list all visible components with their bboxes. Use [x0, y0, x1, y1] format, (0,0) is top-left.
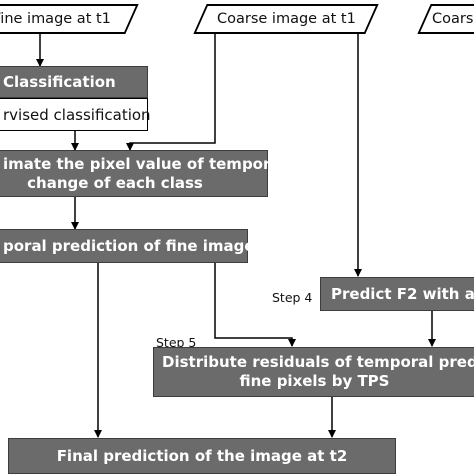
input-coarse-image-t1: Coarse image at t1	[193, 4, 379, 34]
distribute-residuals-box: Distribute residuals of temporal predict…	[153, 347, 474, 397]
distribute-line-1: Distribute residuals of temporal predict…	[162, 353, 474, 371]
estimate-line-2: change of each class	[27, 173, 203, 192]
unsupervised-classification-box: rvised classification	[0, 98, 151, 131]
step-4-label: Step 4	[272, 290, 313, 305]
input-coarse-image-t1-label: Coarse image at t1	[216, 11, 356, 27]
estimate-temporal-change-box: imate the pixel value of temporal change…	[0, 150, 286, 197]
temporal-prediction-box: poral prediction of fine image at t2	[0, 229, 300, 263]
classification-label: Classification	[3, 72, 116, 91]
unsupervised-classification-label: rvised classification	[3, 105, 151, 124]
classification-box: Classification	[0, 66, 148, 98]
input-coarse-image-t2-label: Coarse	[431, 11, 474, 27]
predict-f2-label: Predict F2 with a TPS	[331, 284, 474, 303]
temporal-prediction-label: poral prediction of fine image at t2	[3, 236, 300, 255]
estimate-line-1: imate the pixel value of temporal	[3, 154, 286, 173]
distribute-line-2: fine pixels by TPS	[239, 372, 390, 390]
final-prediction-box: Final prediction of the image at t2	[8, 438, 396, 474]
final-prediction-label: Final prediction of the image at t2	[56, 446, 348, 465]
input-coarse-image-t2: Coarse	[417, 4, 474, 34]
step-5-label: Step 5	[156, 335, 197, 350]
predict-f2-box: Predict F2 with a TPS	[320, 277, 474, 311]
input-fine-image-t1: Fine image at t1	[0, 4, 139, 34]
input-fine-image-t1-label: Fine image at t1	[0, 11, 111, 27]
